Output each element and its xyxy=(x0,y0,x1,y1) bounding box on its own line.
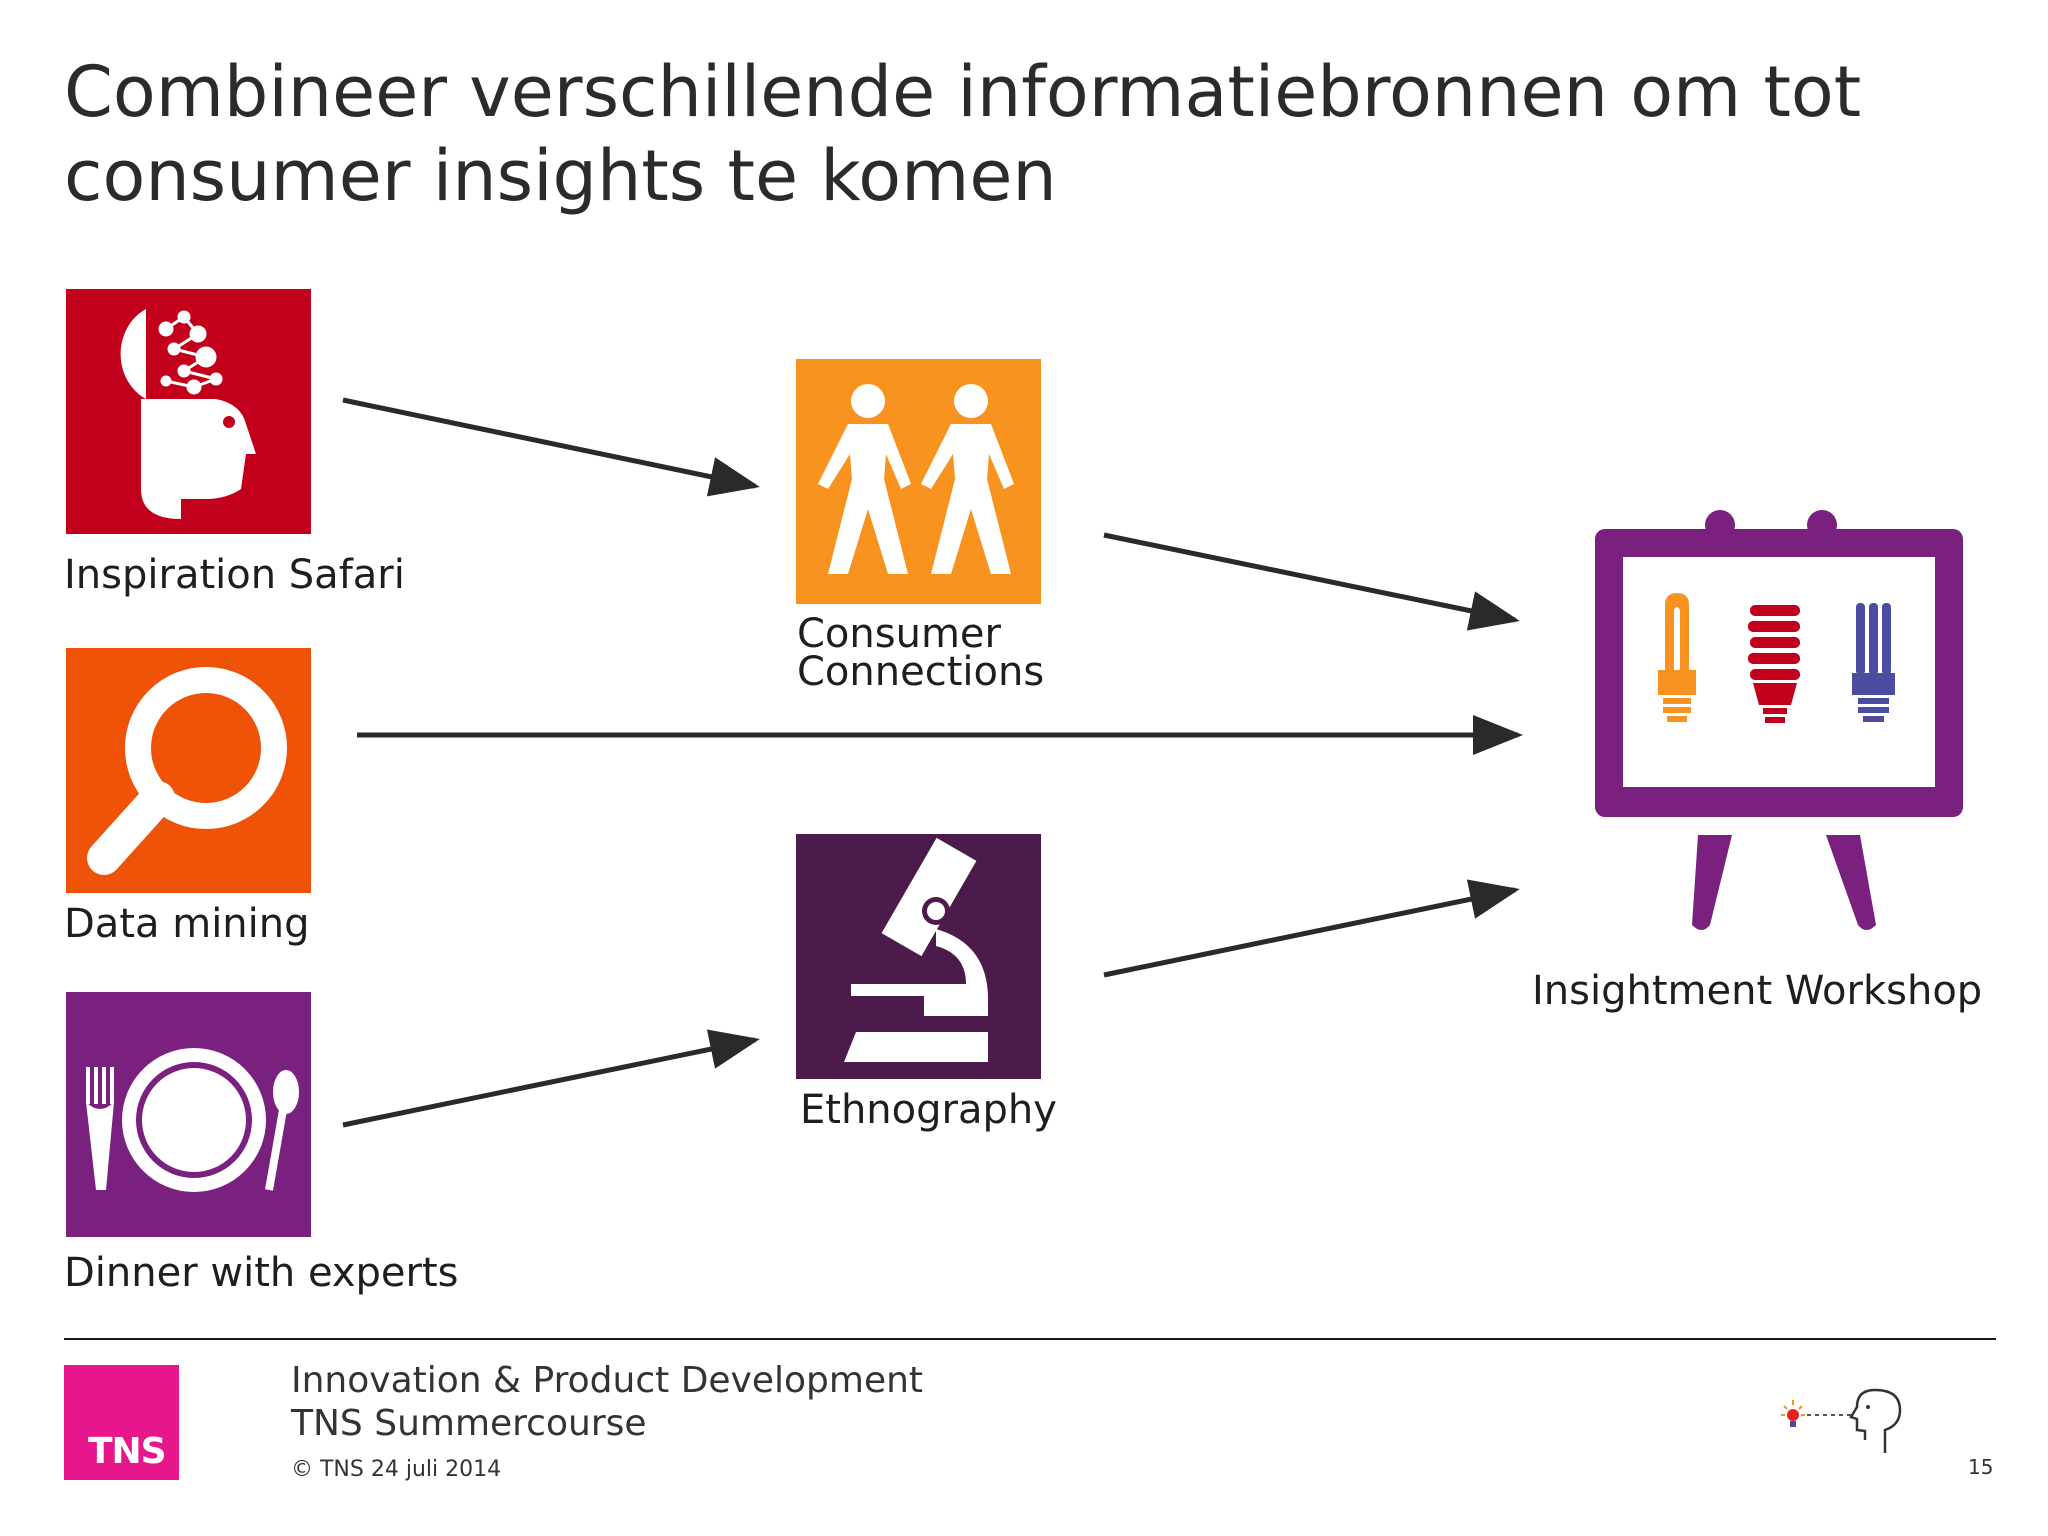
idea-person-icon xyxy=(1781,1388,1902,1453)
slide-title: Combineer verschillende informatiebronne… xyxy=(64,51,1862,217)
magnifier-icon xyxy=(66,648,311,893)
consumer-connections-label-2: Connections xyxy=(797,649,1045,695)
insightment-workshop-easel xyxy=(1590,505,1975,940)
ethnography-tile xyxy=(796,834,1041,1079)
data-mining-label: Data mining xyxy=(64,901,310,947)
tns-logo: TNS xyxy=(64,1365,179,1480)
microscope-icon xyxy=(796,834,1041,1079)
plate-cutlery-icon xyxy=(66,992,311,1237)
easel-lightbulbs-icon xyxy=(1595,510,1963,930)
inspiration-safari-tile xyxy=(66,289,311,534)
arrow-ethnography-to-workshop xyxy=(1103,879,1520,978)
two-people-icon xyxy=(796,359,1041,604)
data-mining-tile xyxy=(66,648,311,893)
footer-course: TNS Summercourse xyxy=(291,1403,647,1444)
page-number: 15 xyxy=(1968,1455,1994,1479)
head-molecule-icon xyxy=(66,289,311,534)
consumer-connections-label-1: Consumer xyxy=(797,611,1001,657)
red-bulb-icon xyxy=(1748,605,1800,723)
footer-copyright: © TNS 24 juli 2014 xyxy=(291,1457,502,1482)
insightment-workshop-label: Insightment Workshop xyxy=(1532,968,1983,1014)
footer-department: Innovation & Product Development xyxy=(291,1360,924,1401)
arrow-dinner-to-ethnography xyxy=(342,1029,760,1128)
orange-bulb-icon xyxy=(1658,593,1696,722)
ethnography-label: Ethnography xyxy=(800,1087,1057,1133)
arrow-inspiration-to-consumer xyxy=(342,397,760,497)
blue-bulb-icon xyxy=(1852,603,1895,722)
dinner-experts-tile xyxy=(66,992,311,1237)
inspiration-safari-label: Inspiration Safari xyxy=(64,552,405,598)
arrow-consumer-to-workshop xyxy=(1103,532,1520,631)
dinner-experts-label: Dinner with experts xyxy=(64,1250,459,1296)
consumer-connections-tile xyxy=(796,359,1041,604)
footer-divider xyxy=(64,1338,1996,1340)
tns-logo-text: TNS xyxy=(88,1431,167,1472)
